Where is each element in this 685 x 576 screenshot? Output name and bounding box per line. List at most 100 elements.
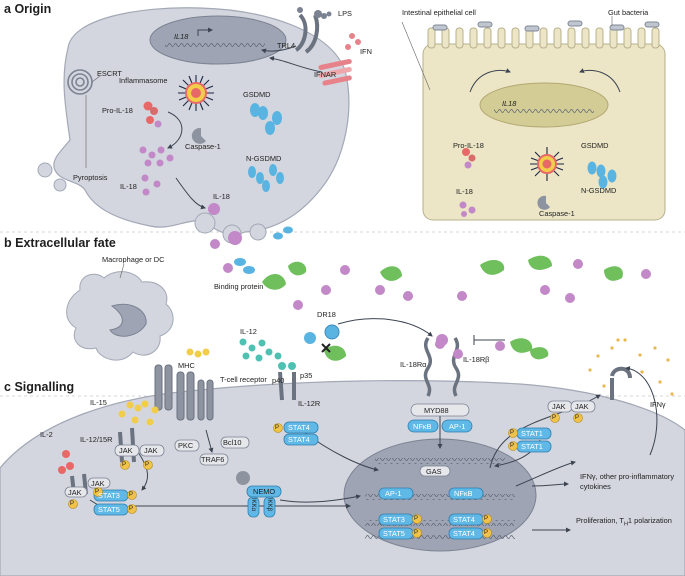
myd88-label: MYD88: [424, 406, 449, 415]
lps-label: LPS: [338, 9, 352, 18]
il2-cytokine-icon: [58, 450, 74, 474]
p-label: P: [510, 430, 515, 436]
p35-label: p35: [300, 371, 313, 380]
gas-arrow: [531, 481, 569, 487]
p-label: P: [575, 415, 580, 421]
stat5-label: STAT5: [98, 505, 120, 514]
nucleus-nfkb-label: NFκB: [454, 489, 473, 498]
macrophage-cell: [66, 271, 174, 361]
epithelial-pointer: [401, 21, 431, 91]
il18-inside-label: IL-18: [120, 182, 137, 191]
ifnar-label: IFNAR: [314, 70, 337, 79]
jak-label: JAK: [144, 446, 158, 455]
gut-bacteria-icon: [432, 20, 660, 32]
escrt-label: ESCRT: [97, 69, 122, 78]
binding-protein-label: Binding protein: [214, 282, 263, 291]
nucleus-stat4-label: STAT4: [453, 515, 475, 524]
nucleus: [149, 15, 287, 65]
p-label: P: [70, 501, 75, 507]
inflammasome-label: Inflammasome: [119, 76, 168, 85]
epithelial-nucleus: [479, 82, 609, 128]
section-c-letter: c: [4, 380, 11, 394]
ifng-feedback-arrow: [625, 366, 658, 456]
il18rb-label: IL-18Rβ: [463, 355, 490, 364]
jak-label: JAK: [575, 402, 589, 411]
dr18-label: DR18: [317, 310, 336, 319]
tcr-arrow: [205, 429, 214, 453]
ifn-label: IFN: [360, 47, 372, 56]
p-label: P: [129, 492, 134, 498]
trl4-signal-arrow: [261, 45, 297, 54]
ifn-icon: [345, 33, 361, 50]
epithelial-gsdmd-icon: [587, 161, 617, 189]
epithelial-inflammasome-icon: [530, 147, 564, 181]
n-gsdmd-label: N-GSDMD: [246, 154, 282, 163]
il18ra-label: IL-18Rα: [400, 360, 427, 369]
section-a-letter: a: [4, 2, 11, 16]
mhc-tcr-icon: [154, 364, 214, 421]
section-b-title: Extracellular fate: [15, 236, 116, 250]
traf6-label: TRAF6: [201, 455, 225, 464]
bacteria-signal-arrow: [469, 68, 511, 93]
prolif-text: Proliferation, T: [576, 516, 624, 525]
nucleus-stat3-label: STAT3: [383, 515, 405, 524]
p-label: P: [414, 530, 419, 536]
pyroptosis-bleb: [53, 178, 67, 192]
nucleus-ifng-arrow: [515, 460, 576, 487]
section-c-title: Signalling: [14, 380, 75, 394]
gsdmd-icon: [250, 103, 282, 135]
il15-label: IL-15: [90, 398, 107, 407]
pkc-label: PKC: [178, 441, 194, 450]
epithelial-gsdmd-label: GSDMD: [581, 141, 609, 150]
il18-release-arrow: [175, 177, 206, 210]
pro-il18-icon: [143, 101, 162, 128]
nfkb-label: NFκB: [413, 422, 432, 431]
il18-bound-icon: [453, 349, 463, 359]
prolif-sub: H: [623, 521, 628, 528]
trl4-receptor-icon: [294, 13, 320, 54]
il12r-label: IL-12R: [298, 399, 321, 408]
processing-arrow: [167, 111, 183, 149]
il18-release-label: IL-18: [213, 192, 230, 201]
nucleus-ap1-label: AP-1: [385, 489, 402, 498]
ifng-receptor-icon: [610, 366, 632, 400]
dna-strand: [375, 458, 505, 464]
dna-strand: [165, 42, 265, 48]
nemo-label: NEMO: [253, 487, 276, 496]
gsdmd-label: GSDMD: [243, 90, 271, 99]
ap1-label: AP-1: [449, 422, 466, 431]
caspase1-icon: [191, 127, 206, 144]
il18-bound-icon: [436, 334, 448, 346]
ifnar-receptor-icon: [318, 58, 352, 86]
pyroptosis-bleb: [249, 223, 267, 241]
lps-icon: [297, 7, 332, 19]
il12-cytokine-icon: [239, 338, 296, 370]
p-label: P: [510, 443, 515, 449]
pkc-caspase-icon: [236, 471, 250, 485]
p-label: P: [484, 516, 489, 522]
pyroptosis-label: Pyroptosis: [73, 173, 108, 182]
p-label: P: [122, 462, 127, 468]
il18-cytokine-icon: [139, 146, 242, 249]
pyroptosis-bleb: [194, 212, 216, 234]
phospho-dots: [68, 413, 583, 538]
dna-strand: [365, 494, 515, 500]
p-label: P: [95, 489, 100, 495]
epithelial-pro-il18-label: Pro-IL-18: [453, 141, 484, 150]
epithelial-cell-label: Intestinal epithelial cell: [402, 8, 476, 17]
epithelial-caspase1-icon: [537, 195, 550, 210]
extracellular-il18-icon: [223, 259, 651, 351]
stat1-label: STAT1: [521, 442, 543, 451]
epithelial-il18-icon: [459, 201, 476, 217]
prolif-tail: 1 polarization: [627, 516, 672, 525]
inflammasome-icon: [178, 75, 214, 111]
il18r-complex-icon: [423, 337, 461, 397]
epithelial-il18-gene-label: IL18: [502, 99, 517, 108]
p-label: P: [275, 425, 280, 431]
p40-label: p40: [272, 376, 285, 385]
stat4-label: STAT4: [288, 423, 310, 432]
ifng-label: IFNγ: [650, 400, 666, 409]
nemo-arrow: [279, 494, 361, 503]
n-gsdmd-icon: [248, 164, 284, 192]
